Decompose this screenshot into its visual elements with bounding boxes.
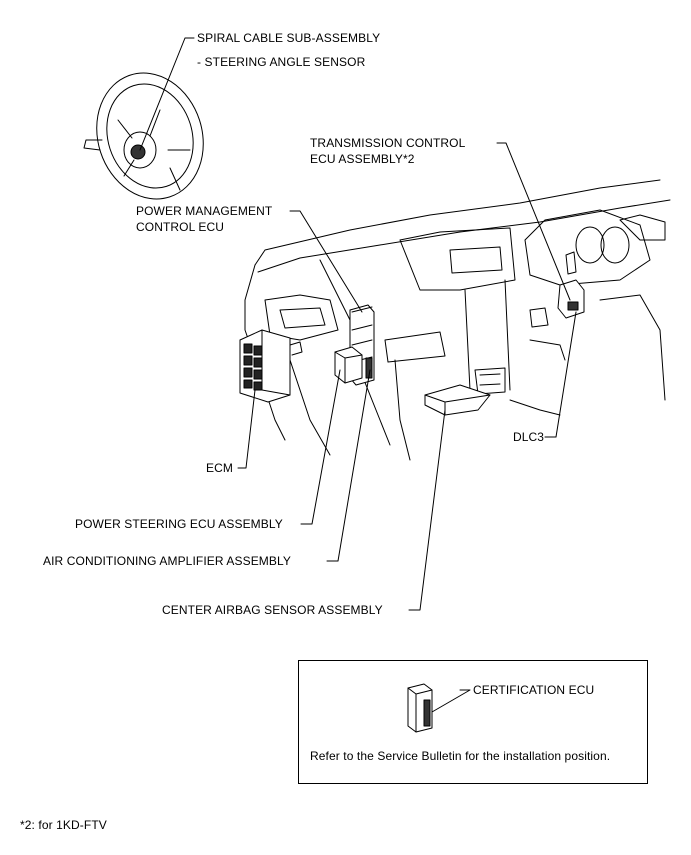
label-power-management-line1: POWER MANAGEMENT (136, 204, 273, 218)
leader-lines (139, 37, 577, 713)
label-certification-ecu: CERTIFICATION ECU (473, 683, 595, 697)
label-ecm: ECM (206, 461, 233, 475)
dashboard-drawing (244, 179, 671, 461)
transmission-ecu-drawing (557, 251, 585, 319)
label-transmission-line1: TRANSMISSION CONTROL (310, 136, 466, 150)
certification-ecu-drawing (407, 683, 433, 733)
label-spiral-cable: SPIRAL CABLE SUB-ASSEMBLY (197, 31, 381, 45)
note-text: Refer to the Service Bulletin for the in… (310, 749, 611, 763)
note-box (298, 660, 648, 784)
footnote: *2: for 1KD-FTV (20, 818, 107, 832)
power-steering-ecu-drawing (334, 346, 363, 384)
label-power-steering-ecu: POWER STEERING ECU ASSEMBLY (75, 517, 283, 531)
steering-wheel-drawing (83, 72, 204, 200)
label-power-management-line2: CONTROL ECU (136, 220, 224, 234)
label-dlc3: DLC3 (513, 430, 545, 444)
label-transmission-line2: ECU ASSEMBLY*2 (310, 152, 415, 166)
label-steering-angle-sensor: - STEERING ANGLE SENSOR (197, 55, 366, 69)
ecm-drawing (239, 329, 303, 403)
label-center-airbag-sensor: CENTER AIRBAG SENSOR ASSEMBLY (162, 603, 383, 617)
label-air-conditioning-amplifier: AIR CONDITIONING AMPLIFIER ASSEMBLY (43, 554, 291, 568)
center-airbag-sensor-drawing (424, 384, 491, 416)
